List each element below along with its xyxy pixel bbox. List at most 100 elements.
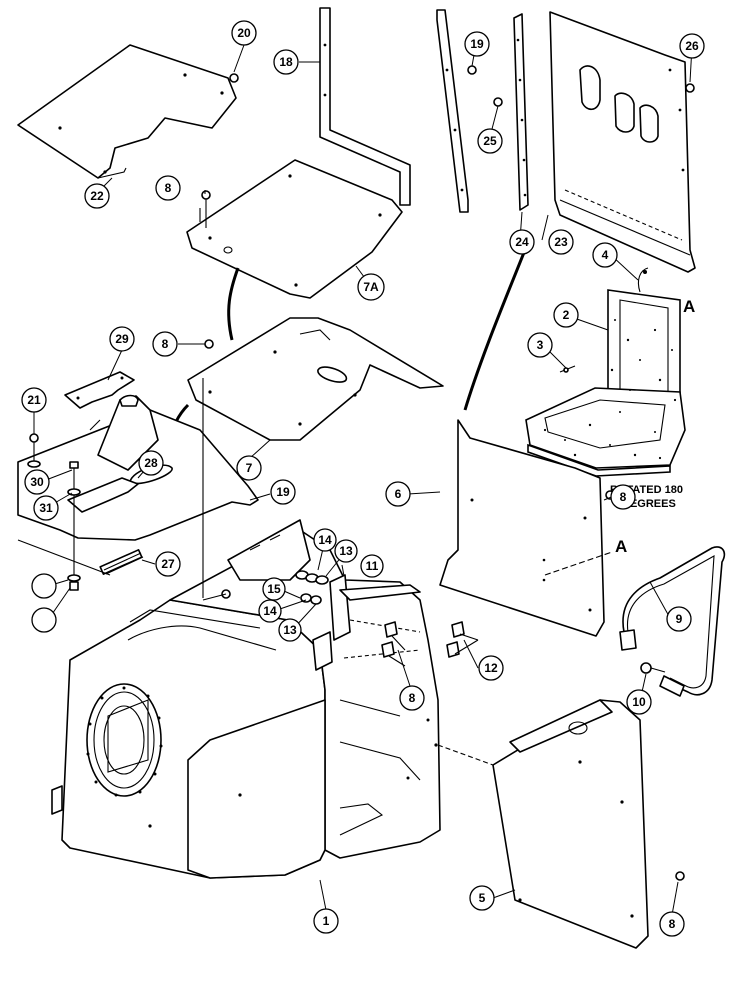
- callout-8-top: 8: [155, 175, 181, 201]
- callout-21: 23: [548, 229, 574, 255]
- part-25-rod: [99, 549, 144, 575]
- callout-5: 5: [469, 885, 495, 911]
- callout-22: 24: [509, 229, 535, 255]
- svg-text:20: 20: [237, 26, 251, 40]
- svg-text:11: 11: [366, 559, 379, 573]
- callout-4: 4: [592, 242, 618, 268]
- svg-text:26: 26: [685, 39, 699, 53]
- callout-23: 25: [477, 128, 503, 154]
- left-fasteners: [27, 433, 81, 591]
- callout-24: 26: [679, 33, 705, 59]
- svg-text:29: 29: [115, 332, 129, 346]
- svg-text:25: 25: [483, 134, 497, 148]
- callout-11: 11: [360, 554, 384, 578]
- svg-text:12: 12: [484, 661, 498, 675]
- callout-29: 31: [33, 495, 59, 521]
- callout-17: 19: [464, 31, 490, 57]
- part-7-plate: [168, 317, 444, 443]
- part-26-plate: [67, 477, 139, 513]
- callout-8-mid: 8: [152, 331, 178, 357]
- svg-text:2: 2: [563, 308, 570, 322]
- callout-18: 19: [270, 479, 296, 505]
- svg-text:8: 8: [669, 917, 676, 931]
- callout-15: 15: [262, 577, 286, 601]
- callout-20: 22: [84, 183, 110, 209]
- callout-30: [31, 573, 57, 599]
- callout-7: 7: [236, 455, 262, 481]
- callout-8-lower: 8: [399, 685, 425, 711]
- svg-text:19: 19: [470, 37, 484, 51]
- svg-text:9: 9: [676, 612, 683, 626]
- svg-text:13: 13: [283, 623, 297, 637]
- callout-26: 28: [138, 450, 164, 476]
- svg-text:19: 19: [276, 485, 290, 499]
- callout-8-right: 8: [610, 484, 636, 510]
- svg-text:28: 28: [144, 456, 158, 470]
- svg-text:21: 21: [27, 393, 41, 407]
- callout-2: 2: [553, 302, 579, 328]
- callout-9: 9: [666, 606, 692, 632]
- svg-text:22: 22: [90, 189, 104, 203]
- callout-10: 10: [626, 689, 652, 715]
- svg-text:18: 18: [279, 55, 293, 69]
- svg-text:6: 6: [395, 487, 402, 501]
- part-27-bracket: [64, 371, 135, 409]
- lower-bolts: [381, 621, 479, 667]
- callout-1: 1: [313, 908, 339, 934]
- callout-25: 27: [155, 551, 181, 577]
- svg-text:1: 1: [323, 914, 330, 928]
- callout-27: 29: [109, 326, 135, 352]
- svg-text:31: 31: [39, 501, 53, 515]
- callout-6: 6: [385, 481, 411, 507]
- rotated-note-line2: DEGREES: [622, 498, 676, 510]
- part-6-side-panel: [439, 419, 613, 637]
- part-16-vertical-panel: [319, 7, 411, 206]
- callout-31: [31, 607, 57, 633]
- svg-text:13: 13: [339, 544, 353, 558]
- callout-28: 30: [24, 469, 50, 495]
- part-10-bolt: [640, 662, 666, 674]
- svg-text:8: 8: [162, 337, 169, 351]
- part-20-floor-plate: [17, 44, 237, 179]
- svg-text:10: 10: [632, 695, 646, 709]
- callout-14-top: 14: [313, 528, 337, 552]
- callout-16: 18: [273, 49, 299, 75]
- part-7a-cover: [186, 159, 403, 299]
- svg-text:5: 5: [479, 891, 486, 905]
- callout-19-top: 20: [231, 20, 257, 46]
- callout-3: 3: [527, 332, 553, 358]
- svg-text:30: 30: [30, 475, 44, 489]
- view-marker-a-top: A: [683, 297, 695, 316]
- svg-text:3: 3: [537, 338, 544, 352]
- part-9-handle: [619, 546, 726, 697]
- svg-text:8: 8: [620, 490, 627, 504]
- callout-13-bottom: 13: [278, 618, 302, 642]
- svg-text:14: 14: [318, 533, 332, 547]
- callout-14-bottom: 14: [258, 599, 282, 623]
- svg-text:15: 15: [267, 582, 281, 596]
- part-22-strip: [513, 13, 529, 211]
- svg-text:23: 23: [554, 235, 568, 249]
- part-18-floor-panel: [17, 394, 259, 541]
- svg-text:7A: 7A: [363, 280, 379, 294]
- callout-19-left: 21: [21, 387, 47, 413]
- callout-8-bottom: 8: [659, 911, 685, 937]
- svg-text:24: 24: [515, 235, 529, 249]
- part-5-front-cover: [434, 699, 649, 949]
- part-1-main-body: [51, 378, 441, 879]
- washer-stack: [295, 570, 329, 605]
- callout-7a: 7A: [357, 273, 385, 301]
- part-17-bracket: [436, 9, 469, 213]
- svg-text:4: 4: [602, 248, 609, 262]
- part-2-seat: [525, 267, 686, 477]
- svg-text:8: 8: [165, 181, 172, 195]
- callout-12: 12: [478, 655, 504, 681]
- svg-text:14: 14: [263, 604, 277, 618]
- part-11-bracket: [312, 574, 421, 671]
- svg-text:7: 7: [246, 461, 253, 475]
- svg-text:27: 27: [161, 557, 175, 571]
- misc-bolts: [201, 65, 695, 881]
- view-marker-a-side: A: [615, 537, 627, 556]
